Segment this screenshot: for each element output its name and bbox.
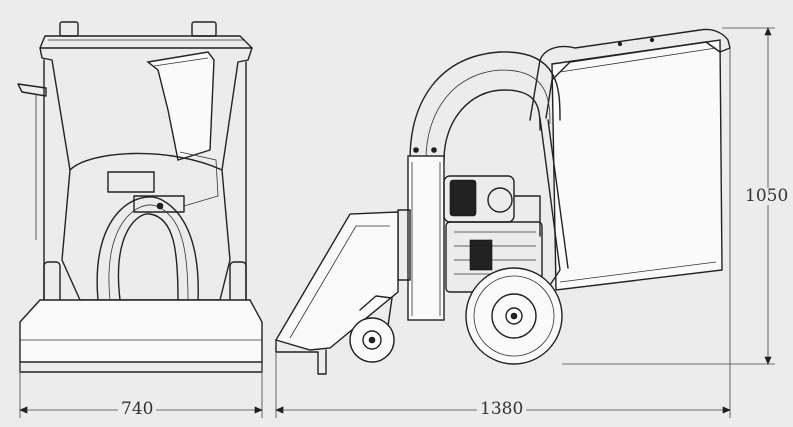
dim-length-arrows xyxy=(275,406,731,414)
front-bag-rim xyxy=(39,35,253,49)
side-front-caster xyxy=(349,295,395,363)
front-fan-inner xyxy=(117,213,179,301)
side-engine-cap xyxy=(487,187,513,213)
side-handle xyxy=(529,28,731,121)
front-fan-outer xyxy=(96,196,199,301)
front-housing xyxy=(61,152,231,301)
dim-height-arrows xyxy=(764,27,772,365)
front-carb xyxy=(133,195,185,213)
front-chute xyxy=(146,51,215,161)
side-nozzle xyxy=(274,211,399,351)
side-engine-fins xyxy=(454,231,536,275)
side-rivet-2 xyxy=(649,37,655,43)
side-rear-axle xyxy=(510,312,518,320)
front-handle-left xyxy=(39,47,71,171)
side-nozzle-edge xyxy=(289,225,390,339)
side-bag-seams xyxy=(559,47,717,283)
front-fan-mid xyxy=(108,204,189,301)
front-nozzle-bottom xyxy=(19,361,263,373)
side-rear-tyre-inner xyxy=(473,275,555,357)
front-rim-clip-right xyxy=(191,21,217,37)
side-engine xyxy=(443,175,543,293)
side-rivet-1 xyxy=(617,41,623,47)
side-housing xyxy=(407,155,445,321)
side-housing-bolt-top xyxy=(413,147,419,153)
front-bolt xyxy=(156,202,164,210)
side-engine-pipe xyxy=(513,195,541,237)
side-housing-lines xyxy=(411,162,441,316)
front-nozzle-base xyxy=(19,299,263,363)
side-caster-axle xyxy=(368,336,376,344)
dim-width-label: 740 xyxy=(118,401,157,418)
front-chute-lip xyxy=(153,57,209,67)
dim-height-label: 1050 xyxy=(742,188,792,205)
side-tube-mid xyxy=(425,69,551,161)
front-handle-right xyxy=(221,47,253,171)
side-tube-outer xyxy=(409,51,561,161)
side-engine-carb xyxy=(469,239,493,271)
front-rim-clip-left xyxy=(59,21,79,37)
dim-length-label: 1380 xyxy=(477,401,527,418)
front-view xyxy=(17,21,263,373)
front-engine-block xyxy=(107,171,155,193)
side-nozzle-lip xyxy=(275,339,327,375)
side-bag xyxy=(551,39,723,291)
dim-width-arrows xyxy=(19,406,263,414)
side-view xyxy=(274,28,731,375)
side-caster-fork xyxy=(359,295,393,327)
side-frame-rear-2 xyxy=(547,119,569,269)
side-housing-bolt-top-2 xyxy=(431,147,437,153)
side-tube-inner xyxy=(443,89,541,161)
front-throttle-lever xyxy=(17,83,47,97)
side-rear-wheel xyxy=(465,267,563,365)
side-rear-hub xyxy=(505,307,523,325)
front-fuel-line xyxy=(179,151,219,207)
side-caster-hub xyxy=(362,330,382,350)
dimension-lines xyxy=(19,27,775,418)
side-rear-rim xyxy=(491,293,537,339)
side-engine-shroud xyxy=(449,179,477,217)
